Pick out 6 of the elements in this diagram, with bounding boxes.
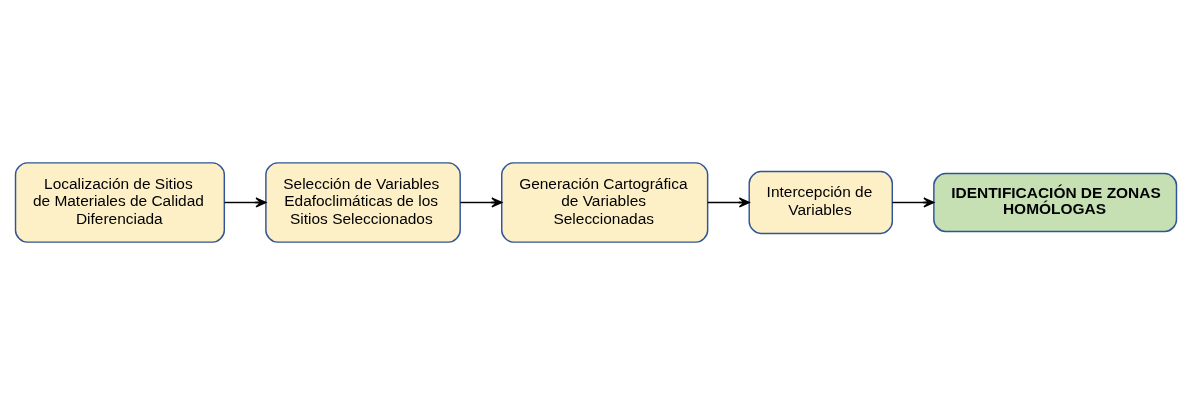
node-box: Localización de Sitios de Materiales de Calidad Diferenciada	[14, 161, 226, 243]
arrow	[707, 196, 750, 208]
node-box: Selección de Variables Edafoclimáticas de los Sitios Seleccionados	[265, 161, 461, 243]
node-box: IDENTIFICACIÓN DE ZONAS HOMÓLOGAS	[933, 172, 1178, 232]
node-box: Intercepción de Variables	[748, 170, 893, 234]
node-box: Generación Cartográfica de Variables Seleccionadas	[501, 161, 709, 243]
